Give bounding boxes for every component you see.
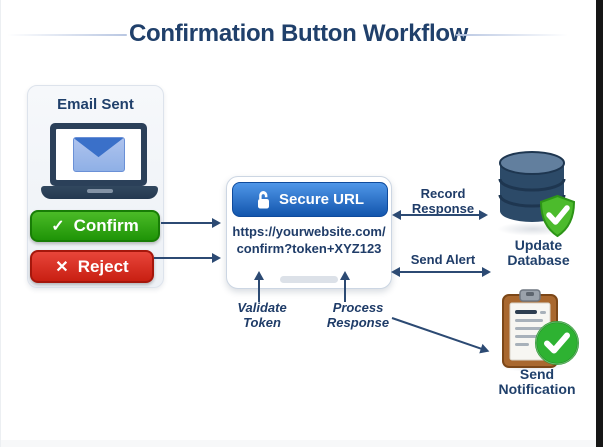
x-icon: ✕ — [55, 258, 69, 276]
title-divider-left — [7, 34, 127, 36]
title-divider-right — [456, 34, 568, 36]
right-edge-bar — [596, 0, 603, 447]
secure-url-title: Secure URL — [278, 191, 365, 208]
arrow-confirm-to-url — [161, 218, 221, 228]
laptop-notch — [86, 189, 113, 193]
envelope-flap — [73, 138, 124, 158]
validate-token-label: Validate Token — [237, 300, 287, 330]
confirm-button-label: Confirm — [73, 216, 139, 235]
email-sent-card: Email Sent ✓ Confirm ✕ Reject — [27, 85, 164, 288]
arrow-to-notification — [391, 317, 483, 350]
laptop-icon — [50, 123, 147, 186]
laptop-screen — [56, 129, 141, 180]
check-icon: ✓ — [51, 218, 65, 235]
url-box-handle — [280, 276, 338, 283]
secure-url-text: https://yourwebsite.com/ confirm?token+X… — [227, 223, 391, 257]
confirm-button[interactable]: ✓ Confirm — [30, 210, 160, 242]
reject-button[interactable]: ✕ Reject — [30, 250, 154, 283]
update-database-label: Update Database — [507, 237, 570, 268]
send-alert-label: Send Alert — [410, 252, 476, 267]
arrow-send-alert — [391, 267, 491, 277]
laptop-base — [41, 186, 158, 199]
unlock-icon — [257, 190, 269, 208]
arrow-record-response — [392, 210, 488, 220]
circle-check-icon — [535, 321, 579, 365]
email-sent-label: Email Sent — [57, 96, 134, 113]
arrow-process-response — [340, 271, 350, 302]
secure-url-box: Secure URL https://yourwebsite.com/ conf… — [226, 176, 392, 289]
secure-url-header: Secure URL — [232, 182, 388, 217]
process-response-label: Process Response — [326, 300, 390, 330]
url-line-1: https://yourwebsite.com/ — [232, 224, 386, 239]
record-response-label: Record Response — [411, 186, 475, 216]
url-line-2: confirm?token+XYZ123 — [236, 241, 382, 256]
page-title: Confirmation Button Workflow — [128, 20, 469, 47]
arrow-reject-to-url — [154, 253, 221, 263]
bottom-edge — [1, 440, 596, 447]
reject-button-label: Reject — [77, 256, 129, 276]
shield-check-icon — [539, 194, 576, 238]
send-notification-label: Send Notification — [498, 366, 576, 397]
arrow-validate-token — [254, 271, 264, 302]
email-envelope-icon — [72, 137, 125, 172]
